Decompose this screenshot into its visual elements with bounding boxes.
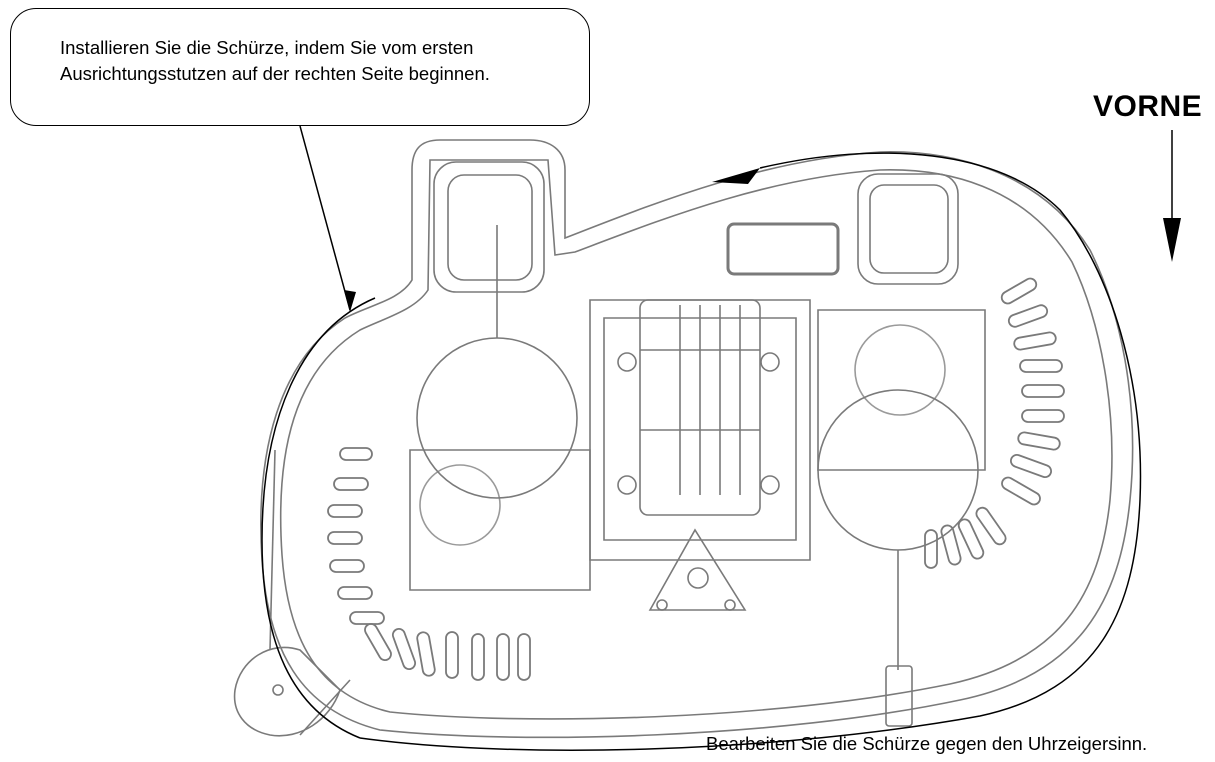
skirt-path-left [261, 297, 376, 739]
direction-note: Bearbeiten Sie die Schürze gegen den Uhr… [706, 733, 1148, 754]
left-idler-housing [433, 161, 545, 293]
left-vent-slots [327, 447, 531, 681]
anti-scalp-arm [233, 646, 341, 737]
deck-shell-inner [279, 159, 1113, 720]
deck-shell-outline [260, 139, 1134, 739]
callout-line-2: Ausrichtungsstutzen auf der rechten Seit… [60, 63, 490, 84]
pivot-bracket [648, 528, 747, 611]
skirt-path-right [359, 152, 1142, 751]
left-blade-pulley [416, 337, 578, 499]
instruction-callout [10, 8, 590, 126]
right-vent-slots [924, 277, 1065, 569]
callout-leader-arrowhead [344, 290, 356, 312]
front-label: VORNE [1093, 90, 1203, 123]
front-arrowhead [1163, 218, 1181, 262]
callout-leader-line [299, 125, 351, 311]
callout-line-1: Installieren Sie die Schürze, indem Sie … [60, 37, 474, 58]
callout-text: Installieren Sie die Schürze, indem Sie … [60, 35, 580, 87]
skirt-direction-arrowhead [712, 168, 760, 184]
right-idler-housing [857, 173, 959, 285]
center-label-plate [726, 222, 840, 276]
